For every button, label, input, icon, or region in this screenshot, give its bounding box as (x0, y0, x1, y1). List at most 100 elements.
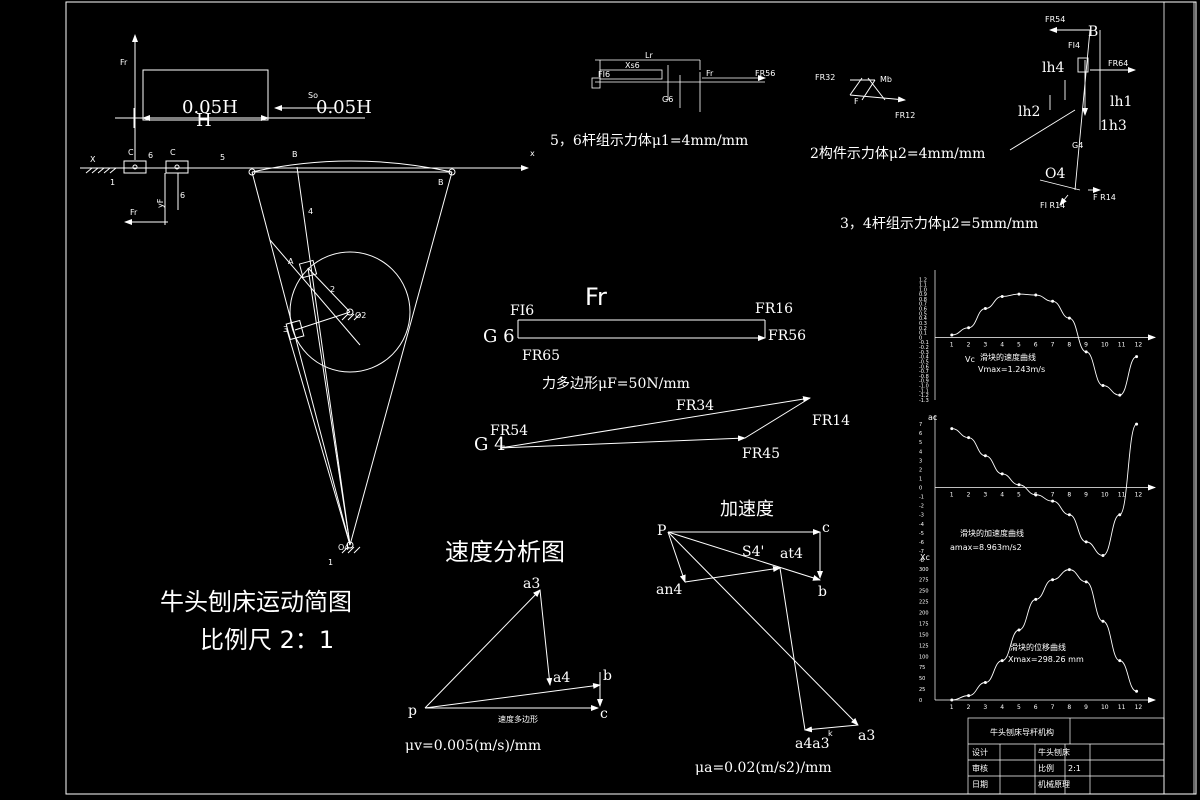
tb-header: 牛头刨床导杆机构 (990, 727, 1054, 737)
lbl-1-left: 1 (110, 178, 115, 187)
tb-r1c1: 设计 (972, 747, 988, 757)
member2-diagram (849, 77, 906, 103)
data-point (950, 698, 954, 702)
crank-arm-a (307, 267, 351, 313)
lbl-fi14-34: FI R14 (1040, 201, 1065, 210)
y-tick-label: 275 (919, 578, 929, 584)
link-diag (269, 239, 361, 346)
y-tick-label: 0.9 (919, 292, 927, 298)
x-tick-label: 3 (983, 704, 987, 711)
tb-r2c3: 比例 (1038, 763, 1054, 773)
x-tick-label: 8 (1067, 704, 1071, 711)
lbl-fr14-34: F R14 (1093, 193, 1116, 202)
tb-r1c3: 牛头刨床 (1038, 747, 1070, 757)
y-tick-label: 250 (919, 589, 929, 595)
x-tick-label: 8 (1067, 341, 1071, 348)
y-tick-label: 1.1 (919, 282, 927, 288)
data-point (1051, 578, 1055, 582)
lbl-f: F (854, 97, 859, 106)
data-point (1067, 316, 1071, 320)
stroke-rect (142, 69, 269, 121)
y-tick-label: -5 (919, 531, 924, 537)
lbl-fi4: FI4 (1068, 41, 1080, 50)
lbl-lr: Lr (645, 51, 653, 60)
lbl-yf: yF (156, 198, 165, 208)
data-point (1034, 293, 1038, 297)
lbl-c-a: c (822, 520, 830, 536)
lbl-fr12: FR12 (895, 111, 915, 120)
lbl-h: H (196, 110, 212, 131)
link-4-right (349, 171, 453, 546)
x-tick-label: 12 (1135, 341, 1143, 348)
data-point (1118, 513, 1122, 517)
data-point (1101, 384, 1105, 388)
x-tick-label: 1 (950, 492, 954, 499)
chart-a-ylabel: ac (928, 413, 937, 422)
y-tick-label: -0.9 (919, 379, 929, 385)
mechanism-scale: 比例尺 2：1 (200, 626, 334, 654)
tb-r2c4: 2:1 (1068, 764, 1081, 773)
data-point (1034, 597, 1038, 601)
y-tick-label: 0 (919, 486, 922, 492)
data-point (1101, 553, 1105, 557)
group34-labels: FR54 B FI4 lh4 lh2 lh1 1h3 G4 O4 F R14 F… (840, 15, 1132, 232)
group56-caption: 5，6杆组示力体μ1=4mm/mm (550, 133, 748, 149)
group34-diagram (1009, 27, 1136, 206)
force-polygon-labels: FI6 Fr FR16 G 6 FR65 FR56 力多边形μF=50N/mm … (474, 283, 850, 462)
chart-x-note1: 滑块的位移曲线 (1010, 642, 1066, 652)
x-tick-label: 7 (1051, 492, 1055, 499)
y-tick-label: -6 (919, 540, 924, 546)
lbl-fr56-poly: FR56 (768, 328, 806, 344)
x-tick-label: 6 (1034, 341, 1038, 348)
y-tick-label: 6 (919, 431, 922, 437)
x-tick-label: 7 (1051, 341, 1055, 348)
x-tick-label: 9 (1084, 492, 1088, 499)
data-point (1118, 393, 1122, 397)
slider-c-right (165, 160, 189, 174)
lbl-4: 4 (308, 207, 313, 216)
y-tick-label: 200 (919, 611, 929, 617)
lbl-fr56-small: FR56 (755, 69, 775, 78)
data-point (1084, 350, 1088, 354)
acceleration-labels: 加速度 P c S4' at4 an4 b k a4a3 a3 μa=0.02(… (656, 499, 875, 776)
y-tick-label: -0.1 (919, 340, 929, 346)
data-point (1000, 659, 1004, 663)
lbl-p-a: P (657, 523, 666, 539)
x-tick-label: 10 (1101, 492, 1109, 499)
lbl-fr32: FR32 (815, 73, 835, 82)
lbl-b-top: B (292, 150, 298, 159)
chart-x-note2: Xmax=298.26 mm (1008, 655, 1084, 664)
y-tick-label: 0.4 (919, 316, 927, 322)
lbl-a: A (288, 257, 294, 266)
y-tick-label: 75 (919, 665, 925, 671)
y-tick-label: -1.2 (919, 393, 929, 399)
y-tick-label: -0.5 (919, 359, 929, 365)
x-tick-label: 11 (1118, 341, 1126, 348)
group56-diagram (591, 59, 766, 112)
lbl-005h-left: 0.05H (182, 97, 238, 118)
data-point (1118, 659, 1122, 663)
velocity-small-caption: 速度多边形 (498, 714, 538, 724)
data-point (1084, 580, 1088, 584)
chart-v-note1: 滑块的速度曲线 (980, 352, 1036, 362)
lbl-6-a: 6 (148, 151, 153, 160)
velocity-labels: 速度分析图 a3 a4 b p c 速度多边形 μv=0.005(m/s)/mm (405, 538, 612, 754)
x-tick-label: 5 (1017, 492, 1021, 499)
lbl-5: 5 (220, 153, 225, 162)
lbl-an4-a: an4 (656, 582, 682, 598)
lbl-k-a: k (828, 729, 833, 738)
tb-r3c3: 机械原理 (1038, 779, 1070, 789)
lbl-fr54: FR54 (1045, 15, 1065, 24)
title-block (967, 717, 1165, 795)
data-point (983, 307, 987, 311)
lbl-g6-small: G6 (662, 95, 673, 104)
link-4-ext (286, 329, 351, 546)
data-point (967, 436, 971, 440)
ground-hatch-o4 (341, 546, 361, 554)
x-tick-label: 9 (1084, 341, 1088, 348)
y-tick-label: 150 (919, 632, 929, 638)
link-4-left (251, 171, 351, 546)
lbl-X: x (530, 149, 535, 158)
data-point (1034, 493, 1038, 497)
